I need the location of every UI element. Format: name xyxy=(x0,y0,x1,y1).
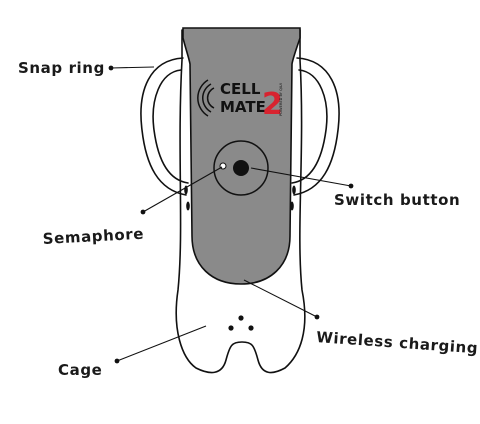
logo-word-top: CELL xyxy=(220,80,261,98)
semaphore-leader xyxy=(142,166,223,213)
label-cage: Cage xyxy=(58,361,102,379)
leader-dots xyxy=(108,65,354,364)
switch-button-leader xyxy=(250,167,352,187)
cellmate-logo: CELL MATE 2 POWERED BY QIUI xyxy=(197,79,283,122)
logo-tagline: POWERED BY QIUI xyxy=(279,83,283,116)
cage-body xyxy=(175,29,306,374)
snap-ring-right xyxy=(291,57,340,196)
logo-word-bottom: MATE xyxy=(220,98,266,116)
logo-number: 2 xyxy=(262,87,283,122)
label-semaphore: Semaphore xyxy=(42,225,144,248)
wireless-charging-leader xyxy=(243,279,318,318)
switch-button[interactable] xyxy=(233,160,249,176)
label-switch-button: Switch button xyxy=(334,191,460,209)
snap-ring-leader xyxy=(110,66,155,69)
label-snap-ring: Snap ring xyxy=(18,59,105,77)
label-wireless-charging: Wireless charging xyxy=(316,328,479,357)
cage-holes xyxy=(228,315,254,331)
cage-leader xyxy=(116,325,207,362)
snap-ring-left xyxy=(140,57,189,196)
signal-waves-icon xyxy=(197,79,215,117)
